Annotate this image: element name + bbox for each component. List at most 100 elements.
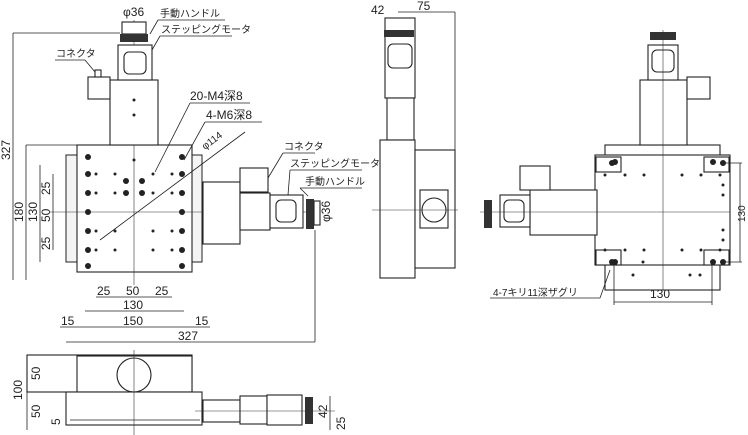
right-handle-dia-label: φ36 [319,201,333,222]
dim-50-h: 50 [126,284,140,298]
hole-mark [94,172,98,176]
hole-mark [721,183,725,187]
dim-50-vertical: 50 [39,208,53,222]
hole-mark [94,229,98,233]
connector-right [239,167,269,193]
knurl-top [120,34,148,42]
middle-side-view: 42 75 [371,0,458,279]
dim-327-horizontal: 327 [178,329,198,343]
hole-mark [698,273,702,277]
base-bottom [594,154,731,266]
bottom-holes [603,159,726,277]
hole-mark [85,190,91,196]
dim-side-50-top: 50 [29,366,43,380]
motor-flange-top-right [639,79,688,146]
bottom-view: 130 130 4-7キリ11深ザグリ [480,30,748,305]
hole-mark [603,248,607,252]
dim-mid-42: 42 [371,3,385,17]
motor-flange-right [202,181,241,245]
hole-mark [151,229,155,233]
hole-mark [623,173,627,177]
hole-mark [623,248,627,252]
connector-bottom-view [686,76,711,100]
stepping-motor-side [266,394,303,426]
dim-180: 180 [12,202,26,222]
stepping-motor-label-top: ステッピングモータ [161,23,251,36]
dim-side-5: 5 [49,418,63,425]
hole-mark [699,173,703,177]
hole-mark [151,172,155,176]
manual-handle-label-right: 手動ハンドル [305,175,365,188]
stepping-motor-label-right: ステッピングモータ [290,157,380,170]
dim-right-130-vertical: 130 [737,205,748,222]
dim-25-b: 25 [39,236,53,250]
hole-mark [680,248,684,252]
connector-left [519,165,551,191]
knurl-right [306,199,314,229]
hole-mark [603,173,607,177]
hole-mark [170,248,174,252]
dim-25-h1: 25 [97,284,111,298]
hole-mark [85,228,91,234]
tapped-m4-label: 20-M4深8 [190,89,243,103]
hole-mark [179,228,185,234]
counterbore-label: 4-7キリ11深ザグリ [493,286,578,299]
hole-mark [612,159,618,165]
stage-body-side [379,139,416,279]
hole-mark [612,259,618,265]
hole-mark [123,178,129,184]
dim-side-25: 25 [334,416,348,430]
hole-mark [94,191,98,195]
hole-mark [139,190,145,196]
hole-mark [94,248,98,252]
hole-mark [721,238,725,242]
connector-label-right: コネクタ [284,141,324,153]
hole-mark [170,172,174,176]
stage-table [76,144,193,273]
hole-mark [113,172,117,176]
motor-flange-top [109,79,159,146]
hole-mark [151,191,155,195]
dim-15-left: 15 [61,314,75,328]
hole-mark [123,190,129,196]
dim-mid-75: 75 [417,0,431,13]
hole-mark [113,248,117,252]
dim-15-right: 15 [195,314,209,328]
hole-mark [139,178,145,184]
hole-mark [179,209,185,215]
dim-side-100: 100 [11,380,25,400]
hole-mark [170,191,174,195]
manual-handle-top [121,21,147,35]
hole-mark [718,248,722,252]
hole-mark [113,229,117,233]
manual-handle-label-top: 手動ハンドル [160,7,220,20]
dim-327-vertical: 327 [0,140,13,160]
hole-mark [85,171,91,177]
hole-mark [710,259,716,265]
hole-mark [642,173,646,177]
hole-mark [721,193,725,197]
front-view: 100 50 50 5 42 25 [11,350,348,435]
hole-mark [680,173,684,177]
hole-mark [179,263,185,269]
top-view: φ114 20-M4深8 4-M6深8 φ36 手動ハンドル ステッピングモータ… [0,5,380,343]
dim-130-vertical: 130 [26,202,40,222]
dim-side-42: 42 [316,404,330,418]
dim-25-h2: 25 [155,284,169,298]
hole-mark [710,159,716,165]
hole-mark [132,158,136,162]
hole-mark [113,191,117,195]
hole-mark [179,190,185,196]
hole-mark [721,228,725,232]
hole-mark [85,263,91,269]
hole-mark [132,98,136,102]
hole-mark [688,273,692,277]
hole-mark [179,247,185,253]
hole-mark [718,173,722,177]
connector-label-top: コネクタ [56,48,96,60]
hole-mark [631,273,635,277]
hole-mark [85,209,91,215]
hole-mark [179,171,185,177]
